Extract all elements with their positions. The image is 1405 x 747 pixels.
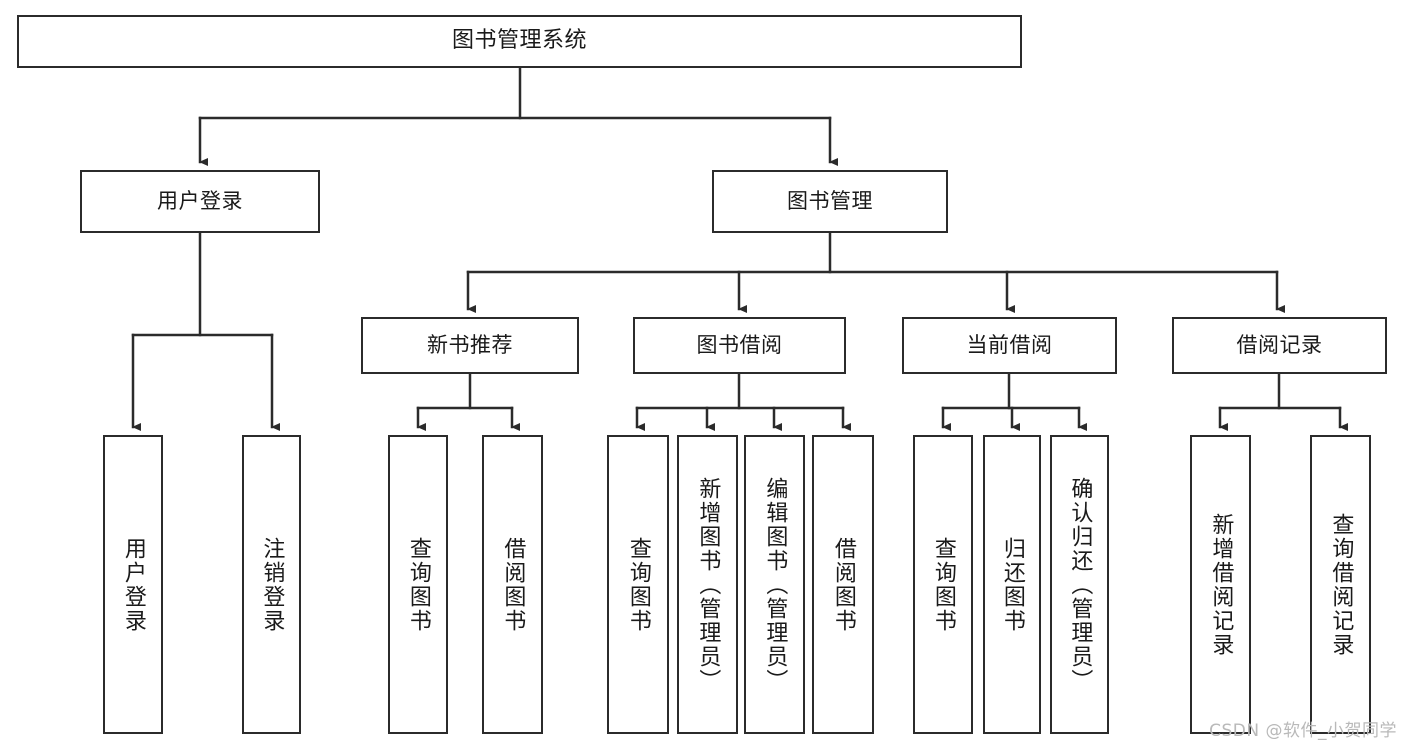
leaf-add-book-admin-label: 新增图书（管理员） xyxy=(695,476,721,693)
watermark: CSDN @软件_小贺同学 xyxy=(1209,721,1397,741)
node-borrow-records-label: 借阅记录 xyxy=(1236,332,1323,357)
leaf-query-book-recommend-label: 查询图书 xyxy=(405,536,431,633)
leaf-query-book-current[interactable]: 查询图书 xyxy=(913,435,973,734)
leaf-user-login[interactable]: 用户登录 xyxy=(103,435,163,734)
node-user-login[interactable]: 用户登录 xyxy=(80,170,320,233)
leaf-borrow-book-recommend[interactable]: 借阅图书 xyxy=(482,435,543,734)
leaf-user-login-label: 用户登录 xyxy=(120,536,146,633)
node-book-management-label: 图书管理 xyxy=(787,188,873,213)
node-book-borrow[interactable]: 图书借阅 xyxy=(633,317,846,374)
leaf-confirm-return-admin-label: 确认归还（管理员） xyxy=(1067,476,1093,693)
node-root-label: 图书管理系统 xyxy=(451,28,587,54)
leaf-query-book-recommend[interactable]: 查询图书 xyxy=(388,435,448,734)
node-book-borrow-label: 图书借阅 xyxy=(696,332,783,357)
leaf-add-book-admin[interactable]: 新增图书（管理员） xyxy=(677,435,738,734)
leaf-query-borrow-record[interactable]: 查询借阅记录 xyxy=(1310,435,1371,734)
leaf-edit-book-admin-label: 编辑图书（管理员） xyxy=(762,476,788,693)
leaf-edit-book-admin[interactable]: 编辑图书（管理员） xyxy=(744,435,805,734)
node-current-borrow-label: 当前借阅 xyxy=(966,332,1053,357)
leaf-borrow-book-recommend-label: 借阅图书 xyxy=(500,536,526,633)
node-user-login-label: 用户登录 xyxy=(157,188,243,213)
node-book-management[interactable]: 图书管理 xyxy=(712,170,948,233)
node-current-borrow[interactable]: 当前借阅 xyxy=(902,317,1117,374)
leaf-query-book-borrow[interactable]: 查询图书 xyxy=(607,435,669,734)
leaf-add-borrow-record[interactable]: 新增借阅记录 xyxy=(1190,435,1251,734)
leaf-add-borrow-record-label: 新增借阅记录 xyxy=(1208,512,1234,657)
node-root[interactable]: 图书管理系统 xyxy=(17,15,1022,68)
leaf-query-borrow-record-label: 查询借阅记录 xyxy=(1328,512,1354,657)
node-new-book-recommend[interactable]: 新书推荐 xyxy=(361,317,579,374)
leaf-return-book-label: 归还图书 xyxy=(999,536,1025,633)
leaf-query-book-borrow-label: 查询图书 xyxy=(625,536,651,633)
leaf-confirm-return-admin[interactable]: 确认归还（管理员） xyxy=(1050,435,1109,734)
leaf-query-book-current-label: 查询图书 xyxy=(930,536,956,633)
leaf-user-logout-label: 注销登录 xyxy=(259,536,285,633)
leaf-borrow-book[interactable]: 借阅图书 xyxy=(812,435,874,734)
leaf-user-logout[interactable]: 注销登录 xyxy=(242,435,301,734)
leaf-borrow-book-label: 借阅图书 xyxy=(830,536,856,633)
node-borrow-records[interactable]: 借阅记录 xyxy=(1172,317,1387,374)
leaf-return-book[interactable]: 归还图书 xyxy=(983,435,1041,734)
node-new-book-recommend-label: 新书推荐 xyxy=(427,332,513,357)
